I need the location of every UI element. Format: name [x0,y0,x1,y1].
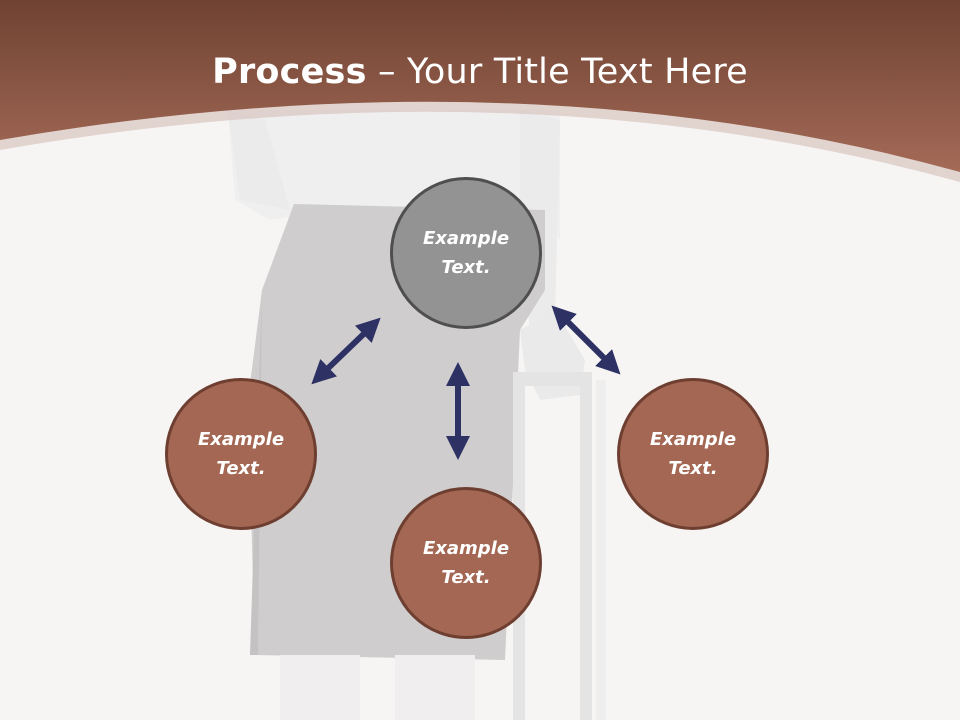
node-bottom-text: Example Text. [422,538,510,588]
node-left-text: Example Text. [197,429,285,479]
node-right: Example Text. [617,378,769,530]
node-bottom: Example Text. [390,487,542,639]
node-right-text: Example Text. [649,429,737,479]
title-rest: – Your Title Text Here [366,52,748,92]
node-top-text: Example Text. [422,228,510,278]
slide-title: Process – Your Title Text Here [0,52,960,92]
title-bold: Process [212,52,367,92]
node-top: Example Text. [390,177,542,329]
node-left: Example Text. [165,378,317,530]
header-band [0,0,960,182]
